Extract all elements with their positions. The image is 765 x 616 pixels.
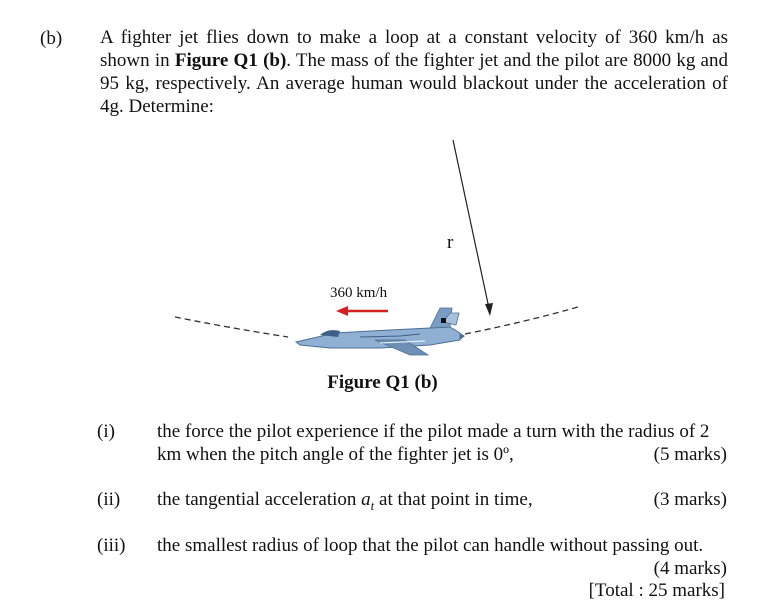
figure-caption: Figure Q1 (b) (327, 372, 438, 393)
total-marks: [Total : 25 marks] (588, 580, 725, 601)
part-ii: (ii) the tangential acceleration at at t… (97, 488, 727, 513)
intro-text-2: . The mass of the fighter jet and the pi… (100, 50, 728, 117)
part-text-main: the tangential acceleration a (157, 489, 371, 510)
part-text: the smallest radius of loop that the pil… (157, 535, 704, 556)
part-number: (iii) (97, 535, 126, 556)
part-marks: (3 marks) (653, 489, 727, 510)
loop-path-left (174, 316, 289, 338)
loop-diagram (174, 139, 579, 356)
radius-arrowhead (485, 303, 493, 316)
radius-line (452, 139, 491, 314)
radius-label: r (447, 232, 454, 253)
part-marks: (5 marks) (653, 444, 727, 465)
part-text: the force the pilot experience if the pi… (157, 421, 710, 465)
part-text: the tangential acceleration at at that p… (157, 488, 727, 517)
tangential-subscript: t (370, 497, 375, 513)
intro-text-1: A fighter jet flies down to make a loop … (100, 27, 728, 71)
tangential-symbol: a (361, 489, 371, 510)
figure-reference: Figure Q1 (b) (174, 50, 287, 71)
question-label: (b) (40, 28, 63, 49)
part-number: (i) (97, 421, 115, 442)
velocity-label: 360 km/h (330, 285, 388, 301)
loop-path-right (464, 306, 579, 335)
part-i: (i) the force the pilot experience if th… (97, 420, 727, 466)
part-number: (ii) (97, 489, 121, 510)
part-marks: (4 marks) (653, 558, 727, 579)
part-iii: (iii) the smallest radius of loop that t… (97, 534, 727, 580)
question-intro: A fighter jet flies down to make a loop … (100, 26, 728, 118)
velocity-arrowhead (336, 306, 348, 316)
fighter-jet-icon (294, 307, 465, 356)
part-text-after: at that point in time, (374, 489, 533, 510)
figure-q1b: r 360 km/h (160, 130, 590, 370)
